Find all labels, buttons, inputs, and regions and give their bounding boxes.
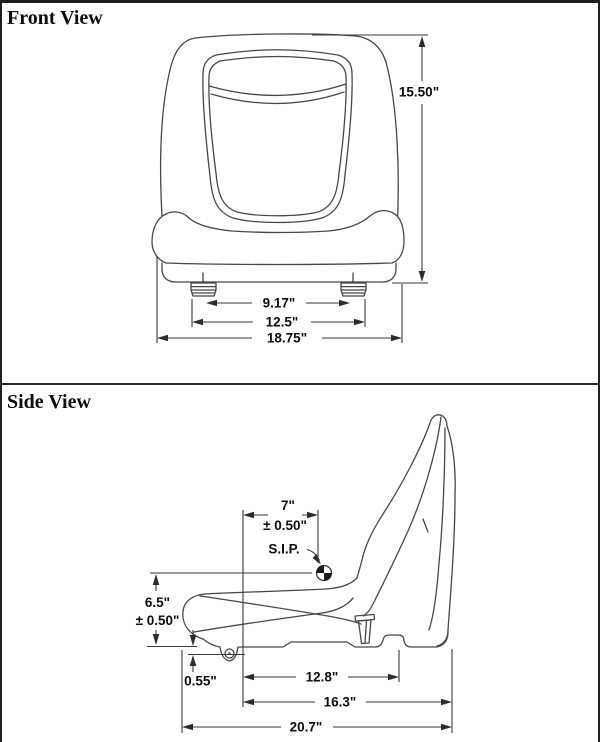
sip-height-dim-label: 6.5"	[145, 595, 170, 610]
dim-seat-pan-depth: 12.8"	[243, 650, 400, 685]
sip-callout: S.I.P.	[268, 542, 321, 565]
seat-side-outline	[182, 414, 456, 662]
dim-overall-height: 15.50"	[312, 34, 439, 284]
dim-sip-setback: 7" ± 0.50"	[242, 498, 319, 707]
left-mount-foot	[190, 272, 217, 297]
dim-overall-width: 18.75"	[156, 256, 403, 346]
seat-pan-depth-dim-label: 12.8"	[306, 670, 339, 685]
mount-width-dim-label: 12.5"	[266, 315, 299, 330]
sip-center-of-gravity-icon	[315, 564, 333, 582]
side-view-title: Side View	[7, 391, 91, 413]
front-roller-drop-dim-label: 0.55"	[184, 674, 217, 689]
dim-mount-hole-spacing: 9.17"	[206, 296, 350, 311]
sip-setback-dim-label: 7"	[281, 498, 295, 513]
front-view-drawing-main: 15.50" 9.17" 12.5"	[151, 33, 439, 346]
front-view-panel: Front View	[7, 7, 439, 346]
overall-height-dim-label: 15.50"	[399, 85, 439, 100]
overall-width-dim-label: 18.75"	[267, 331, 307, 346]
dim-front-roller-drop: 0.55"	[184, 630, 245, 689]
dim-mount-width: 12.5"	[191, 299, 366, 330]
front-view-title: Front View	[7, 7, 103, 29]
section-divider	[0, 383, 600, 385]
side-view-drawing: 7" ± 0.50" S.I.P. 6.5" ± 0.50"	[136, 414, 456, 735]
mount-hole-spacing-dim-label: 9.17"	[263, 296, 296, 311]
side-view-panel: Side View	[0, 383, 600, 742]
sip-setback-tolerance-label: ± 0.50"	[263, 518, 307, 533]
right-mount-foot	[340, 272, 367, 297]
dim-depth-to-backrest: 16.3"	[243, 649, 453, 733]
sip-text-label: S.I.P.	[268, 542, 299, 557]
overall-depth-dim-label: 20.7"	[290, 720, 323, 735]
dim-overall-depth: 20.7"	[181, 650, 452, 735]
dim-sip-height: 6.5" ± 0.50"	[136, 574, 180, 645]
depth-to-backrest-dim-label: 16.3"	[324, 695, 357, 710]
sip-height-tolerance-label: ± 0.50"	[136, 613, 180, 628]
adjustment-lever	[354, 613, 376, 645]
seat-front-outline	[151, 33, 405, 297]
